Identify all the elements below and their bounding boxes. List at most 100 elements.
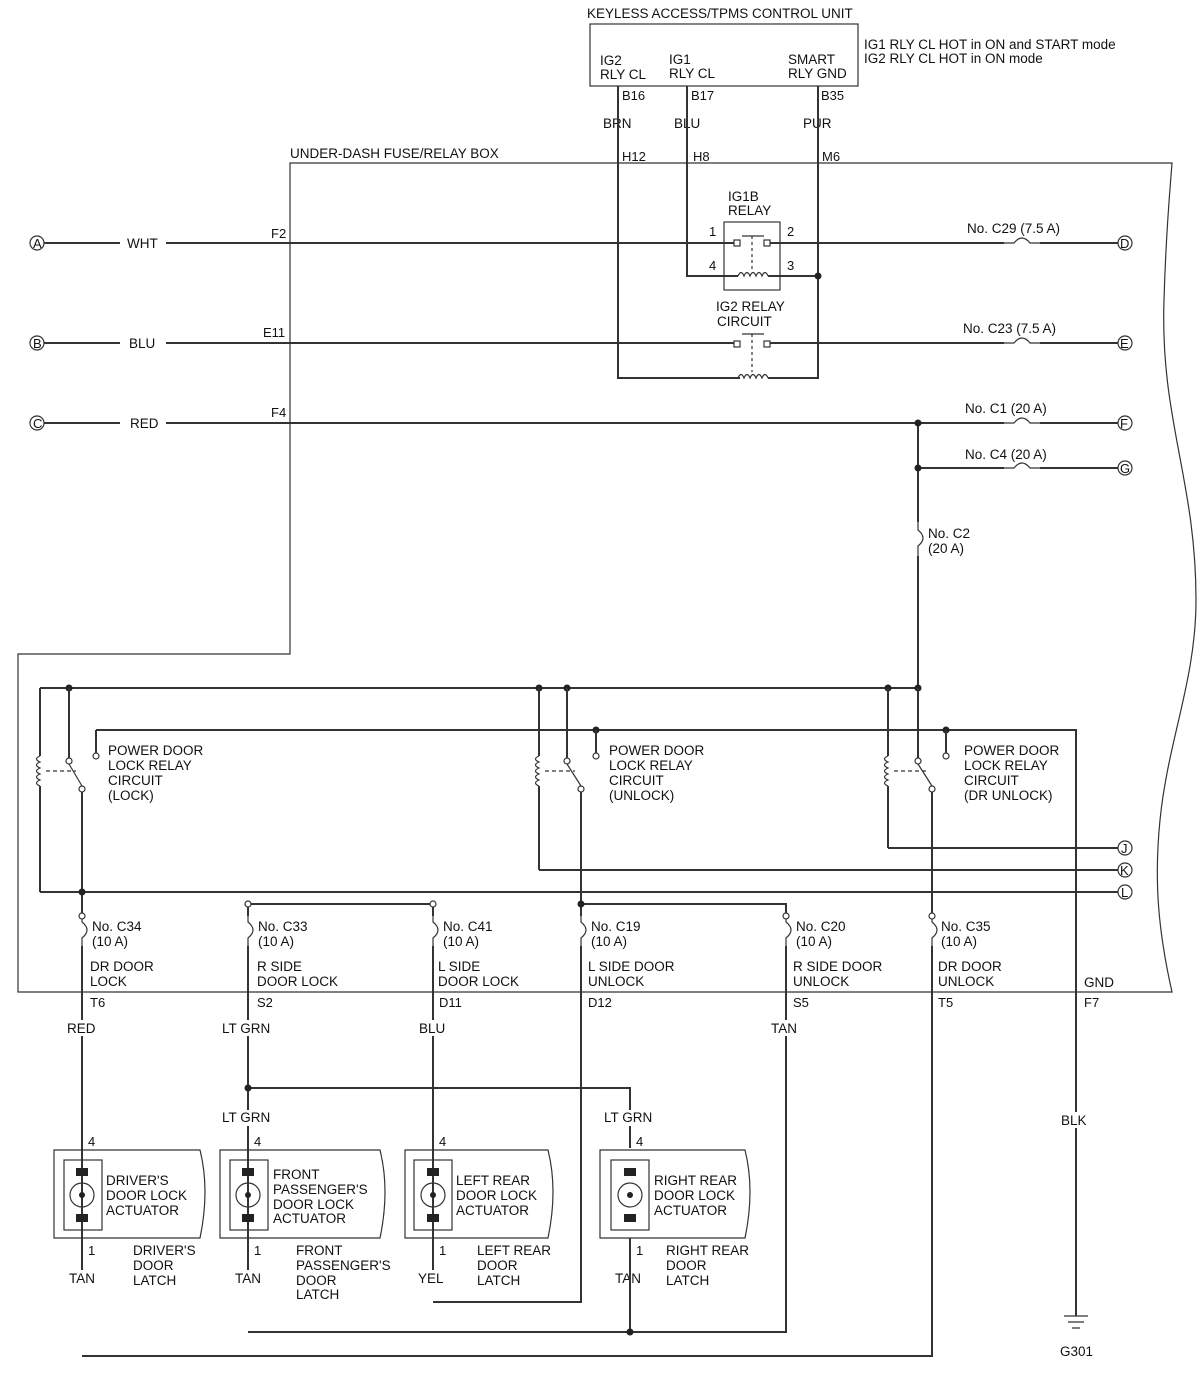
- fuse-c34-top: [78, 912, 86, 920]
- wire-brn: [617, 86, 740, 379]
- driver-pin-4: 4: [88, 1134, 95, 1149]
- power-door-lock-relay-dr-unlock: POWER DOOR LOCK RELAY CIRCUIT (DR UNLOCK…: [883, 688, 1060, 916]
- mask-ltgrn-2: [220, 1110, 276, 1126]
- ig2-contact-right: [763, 340, 771, 348]
- wire-color-blu-d11: BLU: [419, 1021, 445, 1036]
- rr-pin-1: 1: [636, 1243, 643, 1258]
- driver-actuator-label-1: DRIVER'S: [106, 1173, 169, 1188]
- fuse-c19-symbol: [580, 916, 587, 946]
- rr-actuator-label-3: ACTUATOR: [654, 1203, 727, 1218]
- rr-motor-center: [627, 1192, 633, 1198]
- ig2-pin-label-2: RLY CL: [600, 67, 647, 82]
- ig1b-pin-3: 3: [787, 258, 794, 273]
- relay-lock-label-4: (LOCK): [108, 788, 154, 803]
- fuse-c34-label-2: (10 A): [92, 934, 128, 949]
- junction-rr-return: [626, 1328, 634, 1336]
- fuse-c33-func-2: DOOR LOCK: [257, 974, 338, 989]
- power-door-lock-relay-unlock: POWER DOOR LOCK RELAY CIRCUIT (UNLOCK): [534, 688, 705, 916]
- rr-latch-box: [599, 1149, 751, 1239]
- ground-g301: G301: [1060, 1315, 1093, 1359]
- relay-lock-label-1: POWER DOOR: [108, 743, 204, 758]
- fuse-c20-label-1: No. C20: [796, 919, 846, 934]
- fuse-c23-label: No. C23 (7.5 A): [963, 321, 1056, 336]
- connector-k: [1117, 862, 1133, 878]
- mask-yel-lr: [416, 1270, 450, 1286]
- driver-motor-center: [79, 1192, 85, 1198]
- relay-dr-label-4: (DR UNLOCK): [964, 788, 1053, 803]
- connector-l: [1117, 884, 1133, 900]
- junction-c4: [914, 464, 922, 472]
- input-lines: A WHT B BLU C RED: [29, 235, 1004, 431]
- driver-latch-label-1: DRIVER'S: [133, 1243, 196, 1258]
- wire-color-blk: BLK: [1061, 1113, 1087, 1128]
- fuse-c2-label-2: (20 A): [928, 541, 964, 556]
- fuse-c34-func-2: LOCK: [90, 974, 127, 989]
- fuse-c35-label-1: No. C35: [941, 919, 991, 934]
- wire-ltgrn-cross: [248, 1087, 631, 1148]
- fp-pin-1: 1: [254, 1243, 261, 1258]
- ig2-relay: IG2 RELAY CIRCUIT: [716, 299, 785, 380]
- fuse-c35-func-2: UNLOCK: [938, 974, 994, 989]
- mask-blu: [414, 1020, 452, 1036]
- fuse-c35-top: [928, 912, 936, 920]
- fp-actuator-label-1: FRONT: [273, 1167, 320, 1182]
- rr-latch-label-3: LATCH: [666, 1273, 709, 1288]
- lr-actuator-frame: [413, 1159, 453, 1231]
- fuse-c35-symbol: [931, 916, 938, 946]
- actuator-left-rear: 4 1 LEFT REAR DOOR LOCK ACTUATOR LEFT RE…: [404, 1134, 554, 1288]
- mask-blk: [1058, 1112, 1094, 1128]
- relay-dr-contact-no: [928, 785, 936, 793]
- wire-color-ltgrn-rr: LT GRN: [604, 1110, 652, 1125]
- fuse-c29-symbol: [1004, 237, 1040, 244]
- ig1b-pin-2: 2: [787, 224, 794, 239]
- rr-latch-label-1: RIGHT REAR: [666, 1243, 749, 1258]
- rr-pin-4: 4: [636, 1134, 643, 1149]
- connector-d: [1117, 235, 1133, 251]
- ig2-coil: [737, 373, 769, 380]
- rr-latch-label-2: DOOR: [666, 1258, 707, 1273]
- terminal-e11: E11: [263, 325, 285, 340]
- relay-dr-switch-arm: [917, 763, 933, 787]
- fuse-c41-symbol: [432, 916, 439, 946]
- connector-e-label: E: [1120, 336, 1129, 351]
- lr-latch-box: [404, 1149, 554, 1239]
- fuse-c41-func-2: DOOR LOCK: [438, 974, 519, 989]
- fuse-c20-symbol: [785, 916, 792, 946]
- relay-lock-switch-arm: [68, 763, 83, 787]
- lr-latch-label-3: LATCH: [477, 1273, 520, 1288]
- lr-latch-label-1: LEFT REAR: [477, 1243, 551, 1258]
- fuse-c41-label-1: No. C41: [443, 919, 493, 934]
- driver-pin-1: 1: [88, 1243, 95, 1258]
- rr-actuator-label-1: RIGHT REAR: [654, 1173, 737, 1188]
- control-unit-note-1: IG1 RLY CL HOT in ON and START mode: [864, 37, 1116, 52]
- wire-color-ltgrn-s2: LT GRN: [222, 1021, 270, 1036]
- fuse-c20-func-1: R SIDE DOOR: [793, 959, 883, 974]
- driver-motor-brush-top: [76, 1168, 88, 1176]
- relay-dr-contact-nc: [942, 752, 950, 760]
- lr-pin-4: 4: [439, 1134, 446, 1149]
- fp-actuator-label-4: ACTUATOR: [273, 1211, 346, 1226]
- mask-ltgrn-3: [602, 1110, 658, 1126]
- fp-latch-box: [219, 1149, 386, 1239]
- ig1b-coil: [737, 271, 769, 278]
- lr-motor-brush-bottom: [427, 1214, 439, 1222]
- fuse-box: UNDER-DASH FUSE/RELAY BOX H12 H8 M6 F2 E…: [17, 146, 1197, 1010]
- ig2-pin-label-1: IG2: [600, 53, 622, 68]
- power-door-lock-relay-lock: POWER DOOR LOCK RELAY CIRCUIT (LOCK): [35, 688, 204, 916]
- terminal-d11: D11: [439, 995, 462, 1010]
- ig1b-relay-box: [723, 221, 781, 291]
- terminal-s5: S5: [793, 995, 809, 1010]
- fuse-c35-func-1: DR DOOR: [938, 959, 1002, 974]
- ig2-contact-left: [733, 340, 741, 348]
- wire-c20-tan: [248, 946, 787, 1333]
- mask-ltgrn-1: [220, 1020, 276, 1036]
- wire-color-wht: WHT: [127, 236, 158, 251]
- rr-actuator-frame: [610, 1159, 650, 1231]
- fuse-c4-label: No. C4 (20 A): [965, 447, 1047, 462]
- driver-motor-brush-bottom: [76, 1214, 88, 1222]
- output-fuses: No. C29 (7.5 A) D No. C23 (7.5 A) E No. …: [770, 221, 1133, 688]
- ig1b-relay: IG1B RELAY 1 2 4 3: [709, 189, 794, 291]
- wire-color-red-t6: RED: [67, 1021, 96, 1036]
- connector-f: [1117, 415, 1133, 431]
- junction-unlock-branch: [577, 900, 585, 908]
